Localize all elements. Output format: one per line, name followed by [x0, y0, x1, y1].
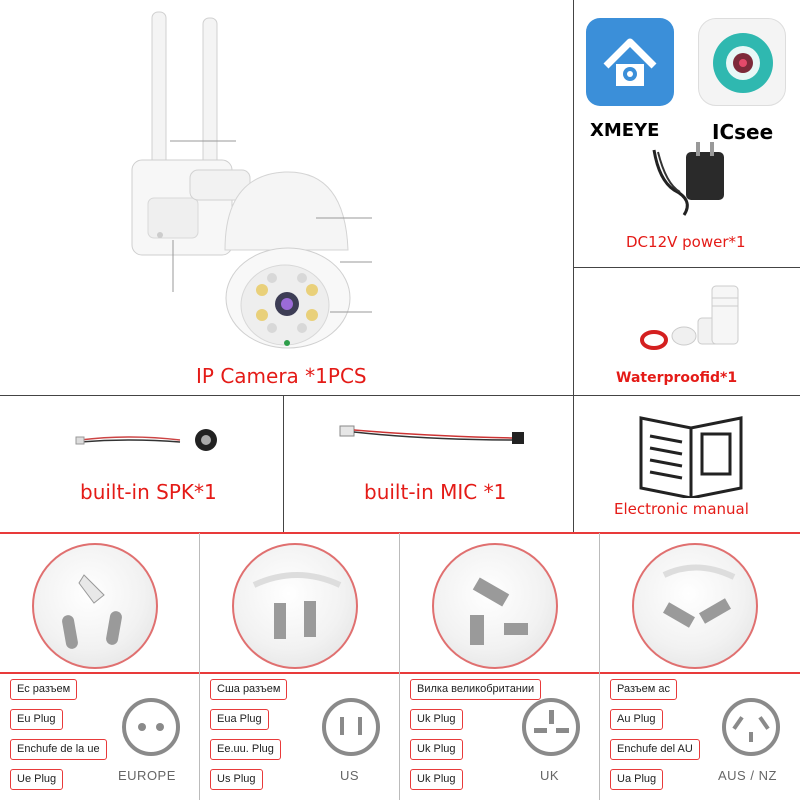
apps-power-panel: XMEYE ICsee DC12V power*1 [574, 0, 800, 268]
us-plug-image [232, 543, 358, 669]
plug-tag: Разъем ас [610, 679, 677, 700]
us-socket-icon [322, 698, 380, 756]
region-label: US [340, 768, 360, 783]
plug-au: Разъем ас Au Plug Enchufe del AU Ua Plug… [600, 533, 800, 800]
ip-camera-image [131, 11, 372, 349]
waterproof-label: Waterproofid*1 [616, 370, 738, 386]
icsee-app-name: ICsee [712, 120, 774, 144]
plug-tag: Au Plug [610, 709, 663, 730]
plug-tag: Enchufe del AU [610, 739, 700, 760]
eu-socket-icon [122, 698, 180, 756]
au-plug-image [632, 543, 758, 669]
manual-book-icon [639, 416, 743, 498]
plug-tag: Сша разъем [210, 679, 288, 700]
plug-tag: Uk Plug [410, 769, 463, 790]
microphone-label: built-in MIC *1 [364, 480, 507, 504]
xmeye-app-icon [586, 18, 674, 106]
plug-tag: Eua Plug [210, 709, 269, 730]
speaker-panel: built-in SPK*1 [0, 396, 284, 532]
plug-eu: Ес разъем Eu Plug Enchufe de la ue Ue Pl… [0, 533, 200, 800]
uk-plug-image [432, 543, 558, 669]
plug-tag: Вилка великобритании [410, 679, 542, 700]
waterproof-panel: Waterproofid*1 [574, 268, 800, 396]
plug-tag: Ес разъем [10, 679, 78, 700]
plug-tag: Us Plug [210, 769, 263, 790]
plug-us: Сша разъем Eua Plug Ee.uu. Plug Us Plug … [200, 533, 400, 800]
plug-tag: Uk Plug [410, 709, 463, 730]
speaker-label: built-in SPK*1 [80, 480, 217, 504]
microphone-panel: built-in MIC *1 [284, 396, 574, 532]
plug-tag: Ua Plug [610, 769, 664, 790]
uk-socket-icon [522, 698, 580, 756]
power-label: DC12V power*1 [626, 233, 746, 251]
camera-label: IP Camera *1PCS [196, 364, 367, 388]
icsee-app-icon [698, 18, 786, 106]
au-socket-icon [722, 698, 780, 756]
camera-panel: IP Camera *1PCS [0, 0, 574, 396]
plug-tag: Ue Plug [10, 769, 64, 790]
plug-tag: Eu Plug [10, 709, 63, 730]
manual-label: Electronic manual [614, 500, 749, 518]
region-label: AUS / NZ [718, 768, 777, 783]
plug-tag: Enchufe de la ue [10, 739, 107, 760]
eu-plug-image [32, 543, 158, 669]
plug-tag: Ee.uu. Plug [210, 739, 281, 760]
plug-uk: Вилка великобритании Uk Plug Uk Plug Uk … [400, 533, 600, 800]
microphone-image [339, 425, 524, 444]
speaker-image [75, 429, 217, 451]
xmeye-app-name: XMEYE [590, 120, 660, 141]
manual-panel: Electronic manual [574, 396, 800, 532]
waterproof-lid-image [640, 285, 739, 350]
plug-tag: Uk Plug [410, 739, 463, 760]
plug-row-divider [0, 532, 800, 534]
region-label: EUROPE [118, 768, 176, 783]
power-adapter-image [652, 142, 724, 216]
plug-tag-divider [0, 672, 800, 674]
region-label: UK [540, 768, 560, 783]
